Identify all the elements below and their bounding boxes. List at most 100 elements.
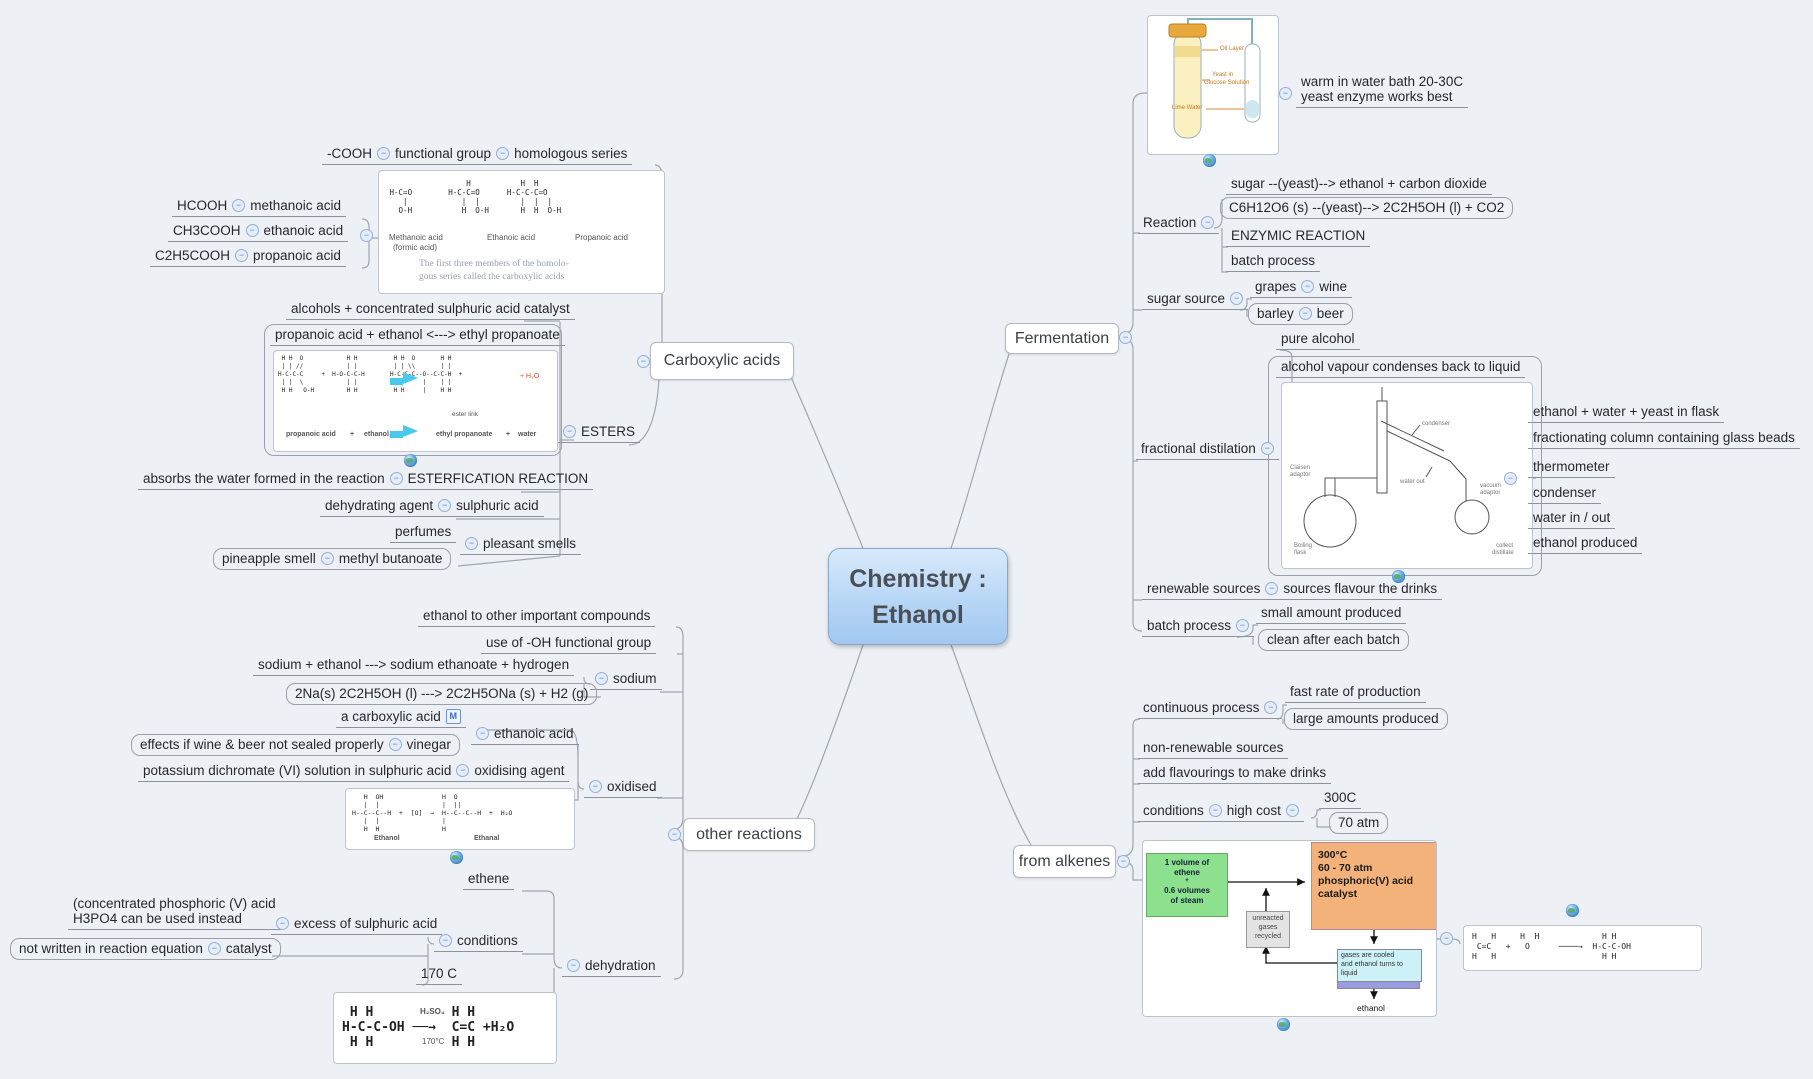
topic-reaction[interactable]: Reaction − [1138, 215, 1220, 234]
collapse-icon[interactable]: − [1119, 331, 1132, 344]
collapse-icon[interactable]: − [377, 147, 390, 160]
collapse-icon[interactable]: − [496, 147, 510, 160]
collapse-icon[interactable]: − [232, 199, 246, 212]
dehydration-equation-image[interactable]: H H H H H-C-C-OH ──→ C=C +H₂O H H H H H₂… [333, 992, 557, 1064]
topic-propanoic-row[interactable]: C2H5COOH − propanoic acid [150, 248, 346, 267]
topic-pure-alcohol[interactable]: pure alcohol [1276, 331, 1360, 350]
topic-oxidised[interactable]: − oxidised [584, 779, 662, 798]
topic-barley-beer[interactable]: barley − beer [1248, 303, 1353, 325]
topic-esterfication-row[interactable]: absorbs the water formed in the reaction… [138, 471, 594, 490]
hyperlink-globe-icon[interactable] [1277, 1018, 1290, 1031]
topic-ethene[interactable]: ethene [463, 871, 515, 890]
collapse-icon[interactable]: − [589, 780, 602, 793]
topic-70atm[interactable]: 70 atm [1329, 812, 1389, 834]
collapse-icon[interactable]: − [1117, 855, 1130, 868]
topic-pleasant-smells[interactable]: − pleasant smells [460, 536, 582, 555]
topic-conditions-dehydration[interactable]: − conditions [434, 933, 523, 952]
marker-m-icon[interactable]: M [445, 709, 461, 724]
topic-continuous-process[interactable]: continuous process − [1138, 700, 1283, 719]
collapse-icon[interactable]: − [276, 917, 289, 930]
topic-enzymic-reaction[interactable]: ENZYMIC REACTION [1226, 228, 1371, 247]
topic-fermentation-formula-equation[interactable]: C6H12O6 (s) --(yeast)--> 2C2H5OH (l) + C… [1220, 197, 1514, 219]
topic-apparatus-ethanol[interactable]: ethanol produced [1528, 535, 1643, 554]
collapse-icon[interactable]: − [1265, 582, 1279, 595]
topic-ester-equation[interactable]: propanoic acid + ethanol <---> ethyl pro… [270, 327, 565, 346]
collapse-icon[interactable]: − [388, 738, 402, 751]
topic-sodium[interactable]: − sodium [590, 671, 662, 690]
hyperlink-globe-icon[interactable] [1203, 154, 1216, 167]
topic-fractional-distillation[interactable]: fractional distilation − [1136, 441, 1279, 460]
collapse-icon[interactable]: − [1230, 292, 1244, 305]
fermentation-tube-image[interactable]: Oil Layer Yeast in Glucose Solution Lime… [1147, 15, 1279, 155]
collapse-icon[interactable]: − [1264, 701, 1278, 714]
topic-ethanoic-row[interactable]: CH3COOH − ethanoic acid [168, 223, 349, 242]
collapse-icon[interactable]: − [1201, 216, 1215, 229]
topic-important-compounds[interactable]: ethanol to other important compounds [418, 608, 656, 627]
main-topic-fermentation[interactable]: Fermentation [1005, 323, 1119, 354]
topic-functional-group-row[interactable]: -COOH − functional group − homologous se… [322, 146, 633, 165]
collapse-icon[interactable]: − [1260, 442, 1274, 455]
topic-a-carboxylic-acid[interactable]: a carboxylic acid M [336, 709, 466, 728]
topic-sulphuric-row[interactable]: dehydrating agent − sulphuric acid [320, 498, 544, 517]
topic-renewable-sources[interactable]: renewable sources − sources flavour the … [1142, 581, 1443, 600]
topic-esters[interactable]: − ESTERS [558, 424, 641, 443]
topic-methanoic-row[interactable]: HCOOH − methanoic acid [172, 198, 347, 217]
topic-small-amount[interactable]: small amount produced [1256, 605, 1407, 624]
topic-apparatus-thermometer[interactable]: thermometer [1528, 459, 1615, 478]
collapse-icon[interactable]: − [668, 828, 681, 841]
collapse-icon[interactable]: − [1301, 280, 1315, 293]
topic-sodium-formula-equation[interactable]: 2Na(s) 2C2H5OH (l) ---> 2C2H5ONa (s) + H… [286, 683, 598, 705]
topic-catalyst-row[interactable]: not written in reaction equation − catal… [10, 938, 281, 960]
collapse-icon[interactable]: − [207, 942, 221, 955]
topic-300c[interactable]: 300C [1319, 790, 1362, 809]
topic-grapes-wine[interactable]: grapes − wine [1250, 279, 1353, 298]
alkene-flow-diagram-image[interactable]: 1 volume of ethene + 0.6 volumes of stea… [1142, 840, 1437, 1017]
collapse-icon[interactable]: − [1440, 932, 1453, 945]
topic-large-amounts[interactable]: large amounts produced [1284, 708, 1448, 730]
topic-alcohols-note[interactable]: alcohols + concentrated sulphuric acid c… [286, 301, 575, 320]
topic-apparatus-condenser[interactable]: condenser [1528, 485, 1602, 504]
topic-apparatus-column[interactable]: fractionating column containing glass be… [1528, 430, 1800, 449]
topic-warm-water-bath[interactable]: warm in water bath 20-30C yeast enzyme w… [1296, 74, 1469, 108]
collapse-icon[interactable]: − [1285, 804, 1299, 817]
topic-excess-sulphuric[interactable]: − excess of sulphuric acid [271, 916, 443, 935]
collapse-icon[interactable]: − [567, 959, 580, 972]
collapse-icon[interactable]: − [1208, 804, 1222, 817]
distillation-apparatus-image[interactable]: Claisen adaptor condenser water out vacu… [1281, 382, 1533, 569]
collapse-icon[interactable]: − [595, 672, 608, 685]
topic-alcohol-vapour[interactable]: alcohol vapour condenses back to liquid [1276, 359, 1526, 378]
hyperlink-globe-icon[interactable] [1392, 570, 1405, 583]
main-topic-carboxylic-acids[interactable]: Carboxylic acids [650, 342, 794, 380]
collapse-icon[interactable]: − [245, 224, 259, 237]
topic-apparatus-flask[interactable]: ethanol + water + yeast in flask [1528, 404, 1725, 423]
oxidation-image[interactable]: H OH H O | | | || H--C--C--H + [O] → H--… [345, 788, 575, 850]
topic-clean-after-batch[interactable]: clean after each batch [1258, 629, 1409, 651]
esterification-image[interactable]: H H O H H H H O H H | | // | | | | \\ | … [273, 350, 558, 452]
central-topic[interactable]: Chemistry : Ethanol [828, 548, 1008, 645]
topic-170c[interactable]: 170 C [416, 966, 463, 985]
hydration-equation-image[interactable]: H H H H H H C=C + O ────→ H-C-C-OH H H H… [1463, 925, 1702, 971]
collapse-icon[interactable]: − [439, 934, 452, 947]
topic-batch-process-2[interactable]: batch process − [1142, 618, 1255, 637]
collapse-icon[interactable]: − [235, 249, 249, 262]
topic-oh-functional-group[interactable]: use of -OH functional group [481, 635, 657, 654]
topic-add-flavourings[interactable]: add flavourings to make drinks [1138, 765, 1332, 784]
topic-dehydration[interactable]: − dehydration [562, 958, 661, 977]
collapse-icon[interactable]: − [360, 229, 373, 242]
topic-non-renewable[interactable]: non-renewable sources [1138, 740, 1289, 759]
topic-oxidising-agent-row[interactable]: potassium dichromate (VI) solution in su… [138, 763, 570, 782]
collapse-icon[interactable]: − [1279, 87, 1292, 100]
topic-vinegar-row[interactable]: effects if wine & beer not sealed proper… [131, 734, 460, 756]
topic-phosphoric-note[interactable]: (concentrated phosphoric (V) acid H3PO4 … [68, 896, 281, 930]
topic-apparatus-water[interactable]: water in / out [1528, 510, 1616, 529]
collapse-icon[interactable]: − [1298, 307, 1312, 320]
collapse-icon[interactable]: − [476, 727, 489, 740]
main-topic-other-reactions[interactable]: other reactions [683, 818, 815, 851]
collapse-icon[interactable]: − [563, 425, 576, 438]
topic-sugar-source[interactable]: sugar source − [1142, 291, 1249, 310]
topic-fermentation-word-equation[interactable]: sugar --(yeast)--> ethanol + carbon diox… [1226, 176, 1492, 195]
collapse-icon[interactable]: − [465, 537, 478, 550]
hyperlink-globe-icon[interactable] [1566, 904, 1579, 917]
topic-ethanoic-acid-2[interactable]: − ethanoic acid [471, 726, 579, 745]
main-topic-from-alkenes[interactable]: from alkenes [1013, 845, 1116, 878]
